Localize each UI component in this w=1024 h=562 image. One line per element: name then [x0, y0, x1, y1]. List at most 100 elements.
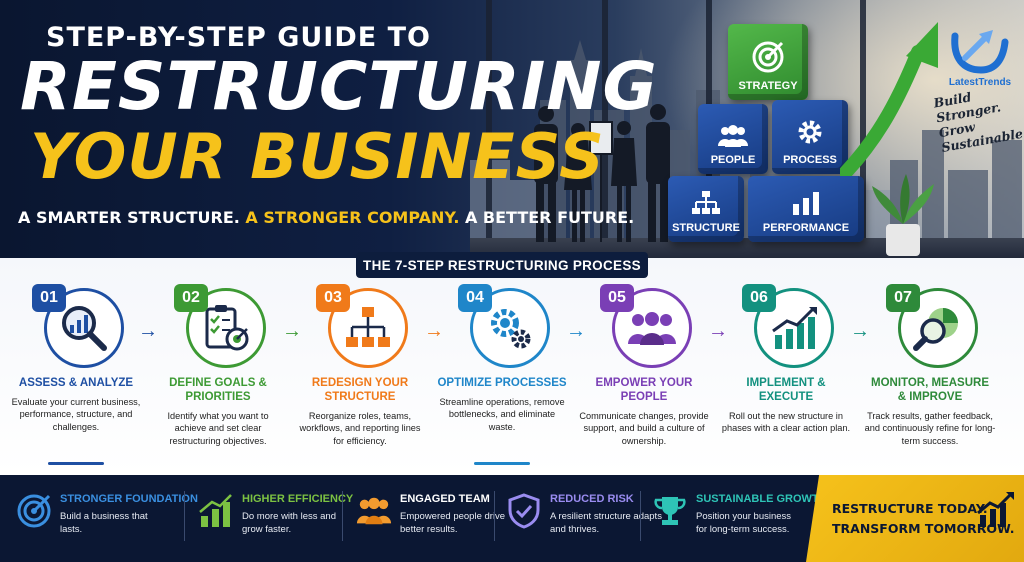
window-frame	[860, 0, 866, 258]
step-title-line: MONITOR, MEASURE	[871, 377, 989, 389]
step-title-line: ASSESS & ANALYZE	[18, 377, 134, 389]
team-icon	[356, 493, 392, 529]
benefit-title: SUSTAINABLE GROWTH	[696, 493, 827, 505]
step-description: Reorganize roles, teams, workflows, and …	[299, 411, 421, 446]
brand-name: LatestTrends	[948, 77, 1012, 88]
cube-people: PEOPLE	[698, 104, 768, 174]
potted-plant-icon	[872, 174, 934, 256]
bar-chart-icon	[198, 493, 234, 529]
cube-label: PEOPLE	[710, 154, 756, 166]
cube-structure: STRUCTURE	[668, 176, 744, 242]
divider	[640, 491, 641, 541]
step-number: 02	[174, 284, 208, 312]
step-number: 01	[32, 284, 66, 312]
step-title: DEFINE GOALS & PRIORITIES	[146, 376, 290, 405]
cube-label: PROCESS	[783, 154, 837, 166]
benefit-description: Empowered people drive better results.	[400, 511, 506, 535]
cube-label: PERFORMANCE	[762, 222, 850, 234]
benefit-title: ENGAGED TEAM	[400, 493, 490, 505]
cube-label: STRATEGY	[738, 80, 798, 92]
step-title-line: EXECUTE	[758, 391, 814, 404]
business-team-silhouettes	[534, 104, 670, 242]
pie-magnifier-icon	[913, 308, 958, 351]
step-number: 06	[742, 284, 776, 312]
step-title: EMPOWER YOUR PEOPLE	[572, 376, 716, 405]
step-title: MONITOR, MEASURE & IMPROVE	[858, 376, 1002, 405]
cube-strategy: STRATEGY	[728, 24, 808, 100]
benefit-title: STRONGER FOUNDATION	[60, 493, 198, 505]
org-chart-icon	[346, 307, 390, 347]
benefit-description: Position your business for long-term suc…	[696, 511, 792, 535]
brand-mark-icon	[951, 30, 1009, 74]
trend-up-icon	[977, 492, 1014, 527]
step-title-line: PEOPLE	[620, 391, 668, 404]
shield-icon	[506, 493, 542, 529]
step-underline	[474, 462, 530, 465]
arrow-right-icon: →	[566, 320, 586, 342]
step-title-line: EMPOWER YOUR	[595, 377, 693, 389]
benefit-description: Build a business that lasts.	[60, 511, 148, 535]
tagline-part-2: A STRONGER COMPANY.	[245, 208, 460, 227]
divider	[494, 491, 495, 541]
benefit-description: A resilient structure adapts and thrives…	[550, 511, 662, 535]
window-frame	[486, 0, 492, 258]
cube-process: PROCESS	[772, 100, 848, 174]
step-title-line: IMPLEMENT &	[746, 377, 826, 389]
divider	[184, 491, 185, 541]
cta-line-2: TRANSFORM TOMORROW.	[832, 521, 1015, 536]
benefit-title: REDUCED RISK	[550, 493, 634, 505]
checklist-target-icon	[205, 305, 249, 351]
cube-performance: PERFORMANCE	[748, 176, 864, 242]
magnifier-chart-icon	[62, 306, 107, 351]
trophy-icon	[652, 493, 688, 529]
hero-subtitle: STEP-BY-STEP GUIDE TO	[46, 22, 431, 53]
brand-logo: LatestTrends	[940, 28, 1020, 88]
arrow-right-icon: →	[708, 320, 728, 342]
process-banner: THE 7-STEP RESTRUCTURING PROCESS	[356, 252, 648, 278]
cta-panel: RESTRUCTURE TODAY. TRANSFORM TOMORROW.	[806, 475, 1024, 562]
step-title: OPTIMIZE PROCESSES	[430, 376, 574, 390]
cta-line-1: RESTRUCTURE TODAY.	[832, 501, 988, 516]
hero-title-main: RESTRUCTURING	[20, 48, 658, 125]
step-title-line: & IMPROVE	[897, 391, 963, 404]
benefit-description: Do more with less and grow faster.	[242, 511, 336, 535]
hero-banner: STEP-BY-STEP GUIDE TO RESTRUCTURING YOUR…	[0, 0, 1024, 258]
gear-icon	[798, 120, 822, 144]
step-description: Identify what you want to achieve and se…	[167, 411, 269, 446]
growth-chart-icon	[772, 307, 817, 349]
step-number: 05	[600, 284, 634, 312]
step-title-line: REDESIGN YOUR	[311, 377, 409, 389]
divider	[342, 491, 343, 541]
step-number: 07	[886, 284, 920, 312]
step-description: Streamline operations, remove bottleneck…	[439, 397, 565, 432]
step-description: Evaluate your current business, performa…	[11, 397, 141, 432]
step-title-line: STRUCTURE	[324, 391, 396, 404]
arrow-right-icon: →	[850, 320, 870, 342]
target-icon	[752, 41, 784, 73]
arrow-right-icon: →	[424, 320, 444, 342]
arrow-right-icon: →	[138, 320, 158, 342]
step-title-line: PRIORITIES	[185, 391, 251, 404]
step-number: 04	[458, 284, 492, 312]
benefit-title: HIGHER EFFICIENCY	[242, 493, 354, 505]
tagline-part-3: A BETTER FUTURE.	[464, 208, 635, 227]
target-icon	[16, 493, 52, 529]
org-chart-icon	[692, 191, 720, 214]
step-description: Roll out the new structure in phases wit…	[721, 411, 851, 434]
step-title: ASSESS & ANALYZE	[4, 376, 148, 390]
arrow-right-icon: →	[282, 320, 302, 342]
tagline-part-1: A SMARTER STRUCTURE.	[18, 208, 240, 227]
bar-chart-icon	[793, 192, 819, 215]
hero-title-accent: YOUR BUSINESS	[30, 120, 605, 193]
step-title-line: DEFINE GOALS &	[169, 377, 267, 389]
team-icon	[628, 312, 676, 345]
step-underline	[48, 462, 104, 465]
process-section: THE 7-STEP RESTRUCTURING PROCESS 01 ASSE…	[0, 252, 1024, 479]
step-description: Communicate changes, provide support, an…	[579, 411, 709, 446]
step-title: REDESIGN YOUR STRUCTURE	[288, 376, 432, 405]
step-title: IMPLEMENT & EXECUTE	[714, 376, 858, 405]
people-icon	[718, 125, 748, 147]
step-description: Track results, gather feedback, and cont…	[864, 411, 996, 446]
gears-icon	[491, 309, 531, 349]
step-title-line: OPTIMIZE PROCESSES	[437, 377, 567, 389]
